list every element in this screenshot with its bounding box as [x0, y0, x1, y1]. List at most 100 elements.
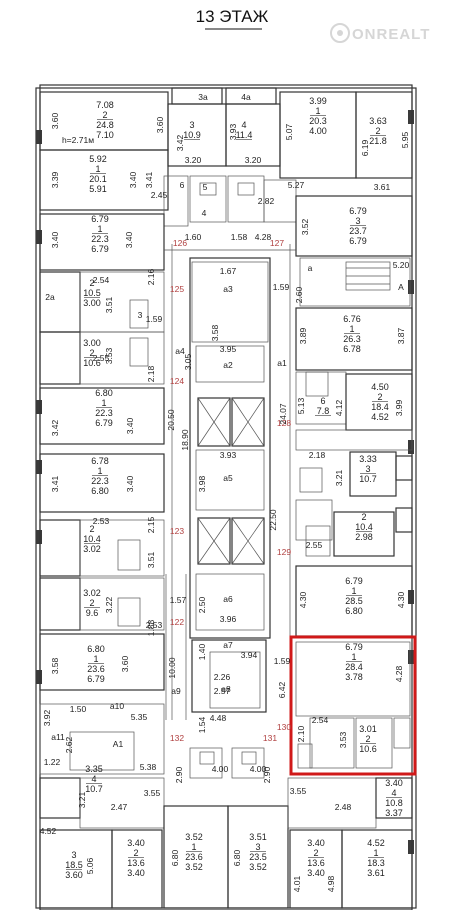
dimension-63: 2.53 — [146, 620, 163, 630]
unit-1-line-2: 20.3 — [309, 116, 327, 126]
unit-8-line-1: 10.5 — [83, 288, 101, 298]
dimension-61: 1.88 — [146, 619, 156, 636]
dimension-39: 3.99 — [394, 399, 404, 416]
unit-27-line-1: 1 — [191, 842, 196, 852]
unit-26-line-0: 3.40 — [127, 838, 145, 848]
unit-9-line-1: 1 — [349, 324, 354, 334]
unit-26-line-1: 2 — [133, 848, 138, 858]
dimension-41: 3.40 — [125, 417, 135, 434]
unit-30-line-2: 18.3 — [367, 858, 385, 868]
unit-21-line-0: 6.79 — [345, 642, 363, 652]
dimension-89: 2.48 — [335, 802, 352, 812]
room-label-11: a2 — [223, 360, 233, 370]
dimension-10: 2.45 — [151, 190, 168, 200]
dimension-96: 4.00 — [250, 764, 267, 774]
dimension-17: 3.40 — [124, 231, 134, 248]
unit-17-line-0: 2 — [361, 512, 366, 522]
dimension-80: 4.48 — [210, 713, 227, 723]
dimension-22: 5.20 — [393, 260, 410, 270]
dimension-59: 4.30 — [298, 591, 308, 608]
dimension-85: 3.55 — [144, 788, 161, 798]
unit-3-line-2: 20.1 — [89, 174, 107, 184]
dimension-18: 3.52 — [300, 218, 310, 235]
dimension-20: 1.58 — [231, 232, 248, 242]
dimension-56: 3.22 — [104, 596, 114, 613]
room-label-19: a11 — [51, 732, 65, 742]
unit-3-line-0: 5.92 — [89, 154, 107, 164]
unit-18-line-2: 9.6 — [86, 608, 99, 618]
dimension-11: 3.20 — [185, 155, 202, 165]
dimension-69: 10.00 — [167, 657, 177, 679]
unit-1-line-1: 1 — [315, 106, 320, 116]
corridor-number-1: 127 — [270, 238, 284, 248]
dimension-72: 5.35 — [131, 712, 148, 722]
unit-5-line-1: 11.4 — [236, 130, 253, 140]
dimension-3: 3.93 — [228, 123, 238, 140]
dimension-82: 3.53 — [338, 731, 348, 748]
dimension-68: 3.60 — [120, 655, 130, 672]
unit-30-line-3: 3.61 — [367, 868, 385, 878]
dimension-30: 3.89 — [298, 327, 308, 344]
dimension-44: 24.07 — [278, 403, 288, 425]
unit-6-line-2: 22.3 — [91, 234, 109, 244]
unit-30-line-1: 1 — [373, 848, 378, 858]
unit-4-line-1: 10.9 — [183, 130, 201, 140]
room-label-8: A — [398, 282, 404, 292]
unit-7-line-1: 3 — [355, 216, 360, 226]
unit-27-line-2: 23.6 — [185, 852, 203, 862]
unit-27-line-0: 3.52 — [185, 832, 203, 842]
unit-6-line-1: 1 — [97, 224, 102, 234]
unit-14-line-1: 3 — [365, 464, 370, 474]
unit-19-line-2: 28.5 — [345, 596, 363, 606]
unit-20-line-1: 1 — [93, 654, 98, 664]
unit-1-line-0: 3.99 — [309, 96, 327, 106]
dimension-93: 6.80 — [232, 849, 242, 866]
unit-15-line-3: 6.80 — [91, 486, 109, 496]
plan-labels: 7.08224.87.103.99120.34.003.63221.85.921… — [40, 92, 410, 892]
dimension-42: 20.50 — [166, 409, 176, 431]
unit-11-line-2: 18.4 — [371, 402, 389, 412]
unit-16-line-2: 3.02 — [83, 544, 101, 554]
dimension-33: 3.05 — [183, 353, 193, 370]
unit-11-line-3: 4.52 — [371, 412, 389, 422]
dimension-2: 3.42 — [175, 134, 185, 151]
corridor-number-3: 124 — [170, 376, 184, 386]
corridor-number-7: 122 — [170, 617, 184, 627]
unit-16-line-1: 10.4 — [83, 534, 101, 544]
unit-29-line-2: 13.6 — [307, 858, 325, 868]
dimension-87: 3.21 — [77, 791, 87, 808]
room-label-1: 4а — [241, 92, 251, 102]
unit-28-line-2: 23.5 — [249, 852, 267, 862]
left-column — [39, 213, 165, 775]
unit-5-line-0: 4 — [241, 120, 246, 130]
dimension-29: 3.58 — [210, 324, 220, 341]
dimension-49: 3.41 — [50, 475, 60, 492]
dimension-81: 2.10 — [296, 725, 306, 742]
dimension-62: 3.96 — [220, 614, 237, 624]
room-label-0: 3а — [198, 92, 208, 102]
unit-25-line-0: 3 — [71, 850, 76, 860]
dimension-90: 4.52 — [40, 826, 57, 836]
unit-19-line-1: 1 — [351, 586, 356, 596]
dimension-88: 2.47 — [111, 802, 128, 812]
dimension-14: 3.61 — [374, 182, 391, 192]
unit-14-line-0: 3.33 — [359, 454, 377, 464]
corridor-number-4: 128 — [277, 418, 291, 428]
room-label-4: 4 — [202, 208, 207, 218]
unit-12-line-0: 6.80 — [95, 388, 113, 398]
dimension-47: 2.18 — [309, 450, 326, 460]
corridor-number-9: 132 — [170, 733, 184, 743]
dimension-94: 4.01 — [292, 875, 302, 892]
watermark-text: ONREALT — [352, 26, 430, 43]
dimension-53: 3.51 — [146, 551, 156, 568]
dimension-54: 22.50 — [268, 509, 278, 531]
dimension-66: 1.59 — [274, 656, 291, 666]
unit-0-line-0: 7.08 — [96, 100, 114, 110]
unit-25-line-1: 18.5 — [65, 860, 83, 870]
dimension-91: 5.06 — [85, 857, 95, 874]
room-label-22: 2.26 — [214, 672, 231, 682]
unit-29-line-1: 2 — [313, 848, 318, 858]
dimension-36: 2.18 — [146, 365, 156, 382]
unit-20-line-0: 6.80 — [87, 644, 105, 654]
